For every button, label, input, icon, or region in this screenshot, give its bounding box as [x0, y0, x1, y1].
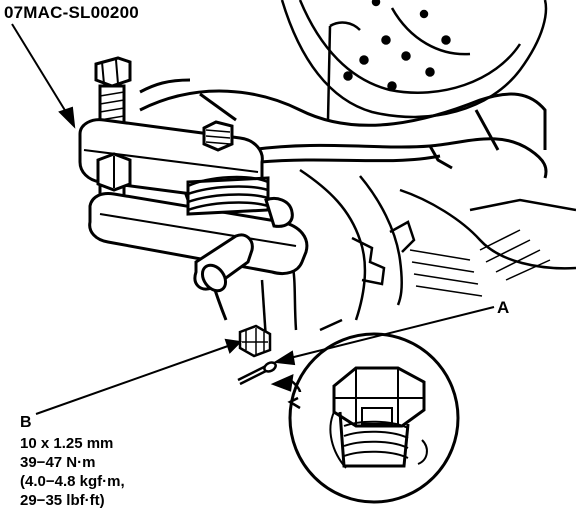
steering-knuckle: [260, 168, 576, 341]
leader-line-b: [35, 338, 243, 415]
spec-torque-nm: 39−47 N·m: [20, 454, 96, 471]
lower-arm: [119, 78, 548, 321]
spec-torque-kgfm: (4.0−4.8 kgf·m,: [20, 473, 125, 490]
tool-leader-arrow: [11, 23, 76, 129]
tool-part-number: 07MAC-SL00200: [4, 3, 139, 22]
callout-label-a: A: [497, 298, 510, 317]
brake-disc-hub: [280, 0, 548, 121]
spec-torque-lbfft: 29−35 lbf·ft): [20, 492, 105, 509]
castle-nut: [238, 324, 272, 358]
ball-joint-boot: [186, 175, 294, 228]
callout-label-b: B: [20, 414, 32, 431]
torque-spec-block: 10 x 1.25 mm 39−47 N·m (4.0−4.8 kgf·m, 2…: [20, 434, 125, 510]
leader-line-a: [273, 306, 495, 366]
spec-thread-size: 10 x 1.25 mm: [20, 435, 114, 452]
cotter-pin: [237, 361, 277, 386]
detail-pointer-arrow: [270, 373, 302, 410]
detail-magnifier: [288, 332, 460, 504]
